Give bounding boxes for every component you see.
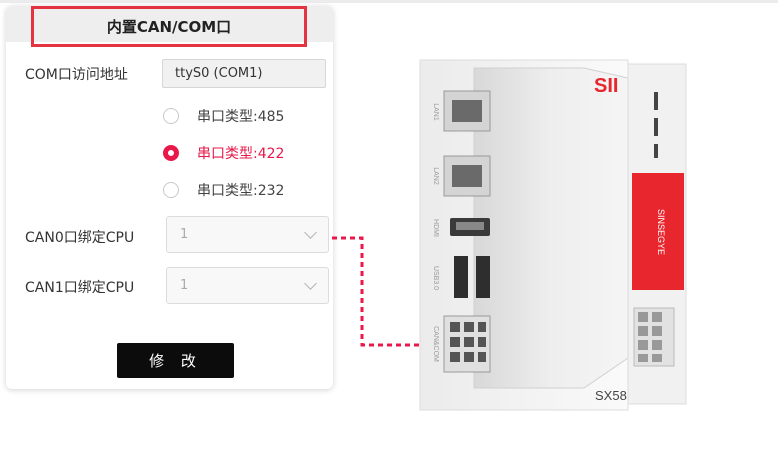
lan1-label: LAN1 — [432, 103, 439, 121]
radio-serial-485[interactable]: 串口类型:485 — [163, 106, 284, 126]
com-address-label: COM口访问地址 — [25, 67, 128, 83]
usb-port-2 — [476, 256, 490, 298]
com-address-field: ttyS0 (COM1) — [162, 59, 326, 88]
device-model: SX58 — [595, 388, 627, 403]
modify-button[interactable]: 修 改 — [117, 343, 234, 378]
can0-cpu-value: 1 — [180, 227, 189, 242]
can1-cpu-value: 1 — [180, 278, 189, 293]
radio-label: 串口类型:485 — [197, 109, 285, 125]
connector-line — [332, 236, 438, 347]
radio-selected-icon[interactable] — [163, 145, 179, 161]
can0-cpu-label: CAN0口绑定CPU — [25, 230, 135, 246]
can-com-label: CAN&COM — [432, 326, 439, 362]
can0-cpu-select[interactable]: 1 — [166, 216, 329, 253]
top-divider — [0, 0, 778, 3]
lan2-label: LAN2 — [432, 167, 439, 185]
radio-serial-422[interactable]: 串口类型:422 — [163, 143, 284, 163]
can1-cpu-label: CAN1口绑定CPU — [25, 280, 135, 296]
brand-band — [632, 173, 684, 290]
usb-port-1 — [454, 256, 468, 298]
usb-label: USB3.0 — [432, 266, 439, 290]
panel-header — [6, 6, 333, 42]
brand-text: SINSEGYE — [656, 209, 666, 255]
radio-circle-icon[interactable] — [163, 182, 179, 198]
can1-cpu-select[interactable]: 1 — [166, 267, 329, 304]
radio-label: 串口类型:422 — [197, 146, 285, 162]
radio-circle-icon[interactable] — [163, 108, 179, 124]
hdmi-label: HDMI — [432, 219, 439, 237]
device-image-sx58: SINSEGYE SII LAN1 LAN2 HDMI USB3.0 — [414, 58, 704, 418]
panel-title: 内置CAN/COM口 — [31, 6, 307, 47]
chevron-down-icon — [304, 226, 317, 239]
radio-label: 串口类型:232 — [197, 183, 285, 199]
brand-logo: SII — [594, 75, 618, 97]
radio-serial-232[interactable]: 串口类型:232 — [163, 180, 284, 200]
com-can-settings-panel: 内置CAN/COM口 COM口访问地址 ttyS0 (COM1) 串口类型:48… — [6, 6, 333, 389]
chevron-down-icon — [304, 277, 317, 290]
